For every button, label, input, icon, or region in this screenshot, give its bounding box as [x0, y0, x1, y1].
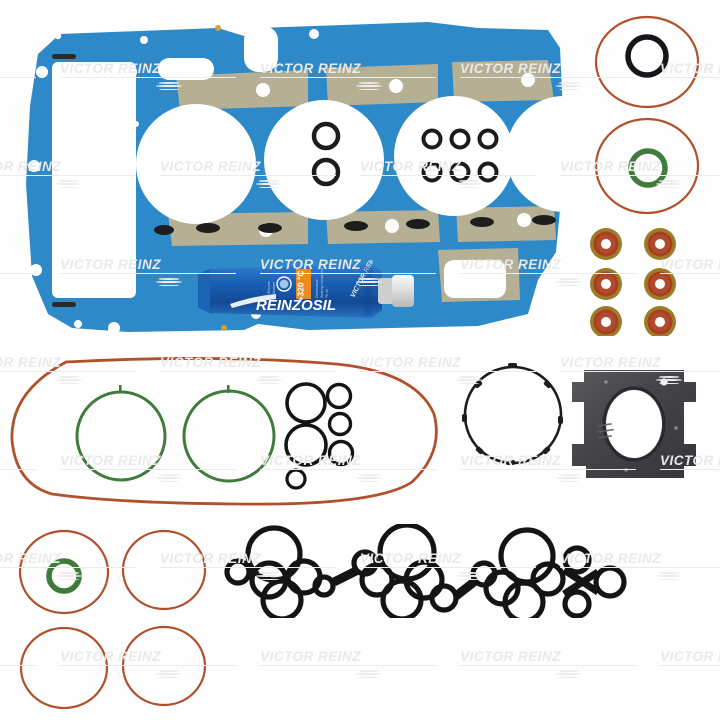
intake-manifold-oval-gasket — [6, 356, 446, 513]
cylinder-liner-o-ring-group — [8, 520, 218, 720]
watermark-tile: VICTOR REINZ — [260, 650, 446, 679]
watermark-underline — [260, 665, 436, 666]
watermark-underline — [660, 665, 720, 666]
watermark-tile: VICTOR REINZ — [660, 650, 720, 679]
head-gasket-svg — [26, 22, 622, 334]
intake-manifold-gasket — [212, 522, 652, 624]
round-flange-gasket — [460, 360, 566, 475]
valve-stem-seal-group — [584, 226, 704, 341]
svg-text:Sealing compound: Sealing compound — [320, 268, 324, 298]
metal-flange-plate — [566, 368, 702, 482]
tube-temp-badge-text: +320 °C — [296, 270, 306, 301]
svg-text:70 ml: 70 ml — [325, 289, 329, 298]
sealant-tube-svg: REINZOSIL +320 °C Silicone Sealant Dicht… — [198, 252, 414, 318]
large-o-ring-with-black-insert — [592, 14, 702, 115]
reinzosil-sealant-tube: REINZOSIL +320 °C Silicone Sealant Dicht… — [196, 252, 418, 322]
watermark-underline — [460, 665, 636, 666]
tube-brand-text: REINZOSIL — [256, 297, 336, 314]
watermark-tile: VICTOR REINZ — [460, 650, 646, 679]
watermark-text: VICTOR REINZ — [660, 649, 720, 664]
victor-reinz-logo-icon — [656, 572, 682, 581]
watermark-text: VICTOR REINZ — [260, 649, 362, 664]
victor-reinz-logo-icon — [556, 670, 582, 679]
victor-reinz-logo-icon — [356, 670, 382, 679]
watermark-text: VICTOR REINZ — [460, 649, 562, 664]
svg-text:Silicone: Silicone — [267, 281, 271, 294]
cylinder-head-gasket — [8, 14, 622, 334]
large-o-ring-with-green-insert — [592, 116, 702, 221]
svg-text:Dichtmasse: Dichtmasse — [315, 279, 319, 298]
svg-text:Sealant: Sealant — [272, 282, 276, 294]
